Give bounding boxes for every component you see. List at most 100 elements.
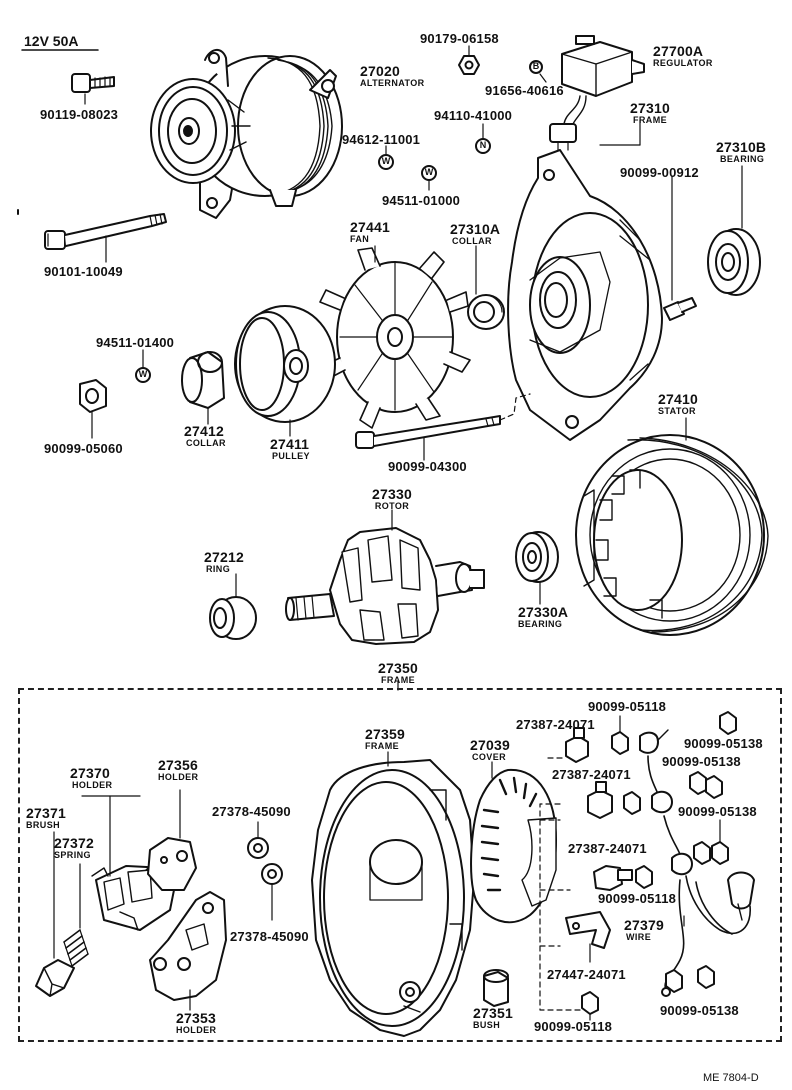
stator-27410[interactable]	[575, 417, 769, 636]
terminal-27387-b[interactable]	[587, 781, 613, 819]
through-bolt-90101[interactable]	[44, 213, 167, 263]
label-27330[interactable]: 27330	[372, 486, 412, 502]
spec-header: 12V 50A	[24, 33, 79, 49]
frame-27359[interactable]	[311, 751, 475, 1037]
nut-90099-05118-a[interactable]	[611, 715, 629, 755]
label-91656-40616[interactable]: 91656-40616	[485, 83, 564, 98]
label-90101-10049[interactable]: 90101-10049	[44, 264, 123, 279]
label-90099-05138-c[interactable]: 90099-05138	[678, 804, 757, 819]
label-94511-01000[interactable]: 94511-01000	[382, 193, 461, 208]
nut-90099-05118-c[interactable]	[635, 865, 653, 889]
label-90099-05138-a[interactable]: 90099-05138	[684, 736, 763, 751]
label-90099-05118-c[interactable]: 90099-05118	[534, 1019, 613, 1034]
label-27350-name: FRAME	[381, 675, 415, 685]
label-27310A-name: COLLAR	[452, 236, 492, 246]
washer-91656[interactable]	[529, 60, 547, 83]
label-27387-24071-c[interactable]: 27387-24071	[568, 841, 647, 856]
rotor-27330[interactable]	[285, 509, 485, 645]
insulator-27378-b[interactable]	[261, 863, 283, 921]
label-27379[interactable]: 27379	[624, 917, 664, 933]
bearing-27330A[interactable]	[515, 531, 559, 605]
nut-90099-05138-a[interactable]	[719, 711, 737, 735]
label-90099-05060[interactable]: 90099-05060	[44, 441, 123, 456]
terminal-27387-c[interactable]	[593, 865, 633, 891]
washer-letter-b: B	[532, 61, 540, 71]
label-94511-01400[interactable]: 94511-01400	[96, 335, 175, 350]
bush-27351[interactable]	[483, 969, 509, 1007]
label-27330-name: ROTOR	[374, 501, 410, 511]
holder-27353[interactable]	[149, 891, 227, 1011]
label-27350[interactable]: 27350	[378, 660, 418, 676]
label-27411[interactable]: 27411	[270, 436, 310, 452]
label-27356[interactable]: 27356	[158, 757, 198, 773]
label-27441[interactable]: 27441	[350, 219, 390, 235]
label-27039[interactable]: 27039	[470, 737, 510, 753]
wire-27379[interactable]	[639, 729, 755, 997]
insulator-27378-a[interactable]	[247, 821, 269, 859]
label-27353[interactable]: 27353	[176, 1010, 216, 1026]
spring-27372[interactable]	[63, 863, 89, 967]
label-27359[interactable]: 27359	[365, 726, 405, 742]
washer-94511-01400[interactable]	[135, 349, 151, 383]
label-90099-05138-b[interactable]: 90099-05138	[662, 754, 741, 769]
label-27351[interactable]: 27351	[473, 1005, 513, 1021]
label-27310[interactable]: 27310	[630, 100, 670, 116]
nut-90099-05118-b[interactable]	[623, 791, 641, 815]
pulley-27411[interactable]	[234, 305, 336, 437]
label-27378-45090-a[interactable]: 27378-45090	[212, 804, 291, 819]
label-27447-24071[interactable]: 27447-24071	[547, 967, 626, 982]
nut-90099-05138-d[interactable]	[665, 965, 715, 993]
label-27371[interactable]: 27371	[26, 805, 66, 821]
washer-94110[interactable]	[475, 123, 491, 154]
washer-letter-w1: W	[381, 156, 391, 166]
nut-90099-05138-b[interactable]	[689, 771, 723, 799]
collar-27412[interactable]	[181, 351, 225, 425]
fan-27441[interactable]	[319, 245, 471, 429]
washer-94612[interactable]	[378, 145, 394, 170]
holder-27356[interactable]	[147, 789, 197, 891]
label-27310B[interactable]: 27310B	[716, 139, 767, 155]
terminal-27387-a[interactable]	[565, 727, 589, 763]
label-27410[interactable]: 27410	[658, 391, 698, 407]
label-27412[interactable]: 27412	[184, 423, 224, 439]
label-27356-name: HOLDER	[158, 772, 199, 782]
label-94612-11001[interactable]: 94612-11001	[342, 132, 421, 147]
label-27310A[interactable]: 27310A	[450, 221, 501, 237]
label-27372[interactable]: 27372	[54, 835, 94, 851]
nut-90099-05118-d[interactable]	[581, 991, 599, 1021]
frame-27310[interactable]	[507, 119, 663, 441]
label-90099-00912[interactable]: 90099-00912	[620, 165, 699, 180]
bolt-90099-00912[interactable]	[663, 175, 697, 321]
label-27310B-name: BEARING	[720, 154, 765, 164]
label-27020[interactable]: 27020	[360, 63, 400, 79]
through-bolt-90099-04300[interactable]	[355, 393, 531, 461]
label-27387-24071-a[interactable]: 27387-24071	[516, 717, 595, 732]
regulator-27700A[interactable]	[549, 35, 645, 151]
washer-94511-01000[interactable]	[421, 165, 437, 191]
label-90179-06158[interactable]: 90179-06158	[420, 31, 499, 46]
nut-90099-05138-c[interactable]	[693, 819, 729, 865]
label-27212[interactable]: 27212	[204, 549, 244, 565]
bearing-27310B[interactable]	[707, 165, 761, 296]
nut-90099-05060[interactable]	[79, 379, 107, 439]
brush-27371[interactable]	[35, 831, 75, 997]
label-90099-04300[interactable]: 90099-04300	[388, 459, 467, 474]
nut-90179[interactable]	[458, 45, 480, 75]
label-27370[interactable]: 27370	[70, 765, 110, 781]
label-90099-05118-a[interactable]: 90099-05118	[588, 699, 667, 714]
bolt-90119[interactable]	[71, 73, 115, 105]
ring-27212[interactable]	[209, 573, 257, 640]
label-27387-24071-b[interactable]: 27387-24071	[552, 767, 631, 782]
label-27359-name: FRAME	[365, 741, 399, 751]
label-27378-45090-b[interactable]: 27378-45090	[230, 929, 309, 944]
label-90119-08023[interactable]: 90119-08023	[40, 107, 119, 122]
collar-27310A[interactable]	[467, 245, 505, 330]
label-90099-05138-d[interactable]: 90099-05138	[660, 1003, 739, 1018]
clamp-27447[interactable]	[565, 911, 611, 963]
label-90099-05118-b[interactable]: 90099-05118	[598, 891, 677, 906]
label-94110-41000[interactable]: 94110-41000	[434, 108, 513, 123]
label-27330A[interactable]: 27330A	[518, 604, 569, 620]
label-27700A[interactable]: 27700A	[653, 43, 704, 59]
alternator-27020[interactable]	[150, 49, 343, 219]
cover-27039[interactable]	[470, 761, 557, 924]
